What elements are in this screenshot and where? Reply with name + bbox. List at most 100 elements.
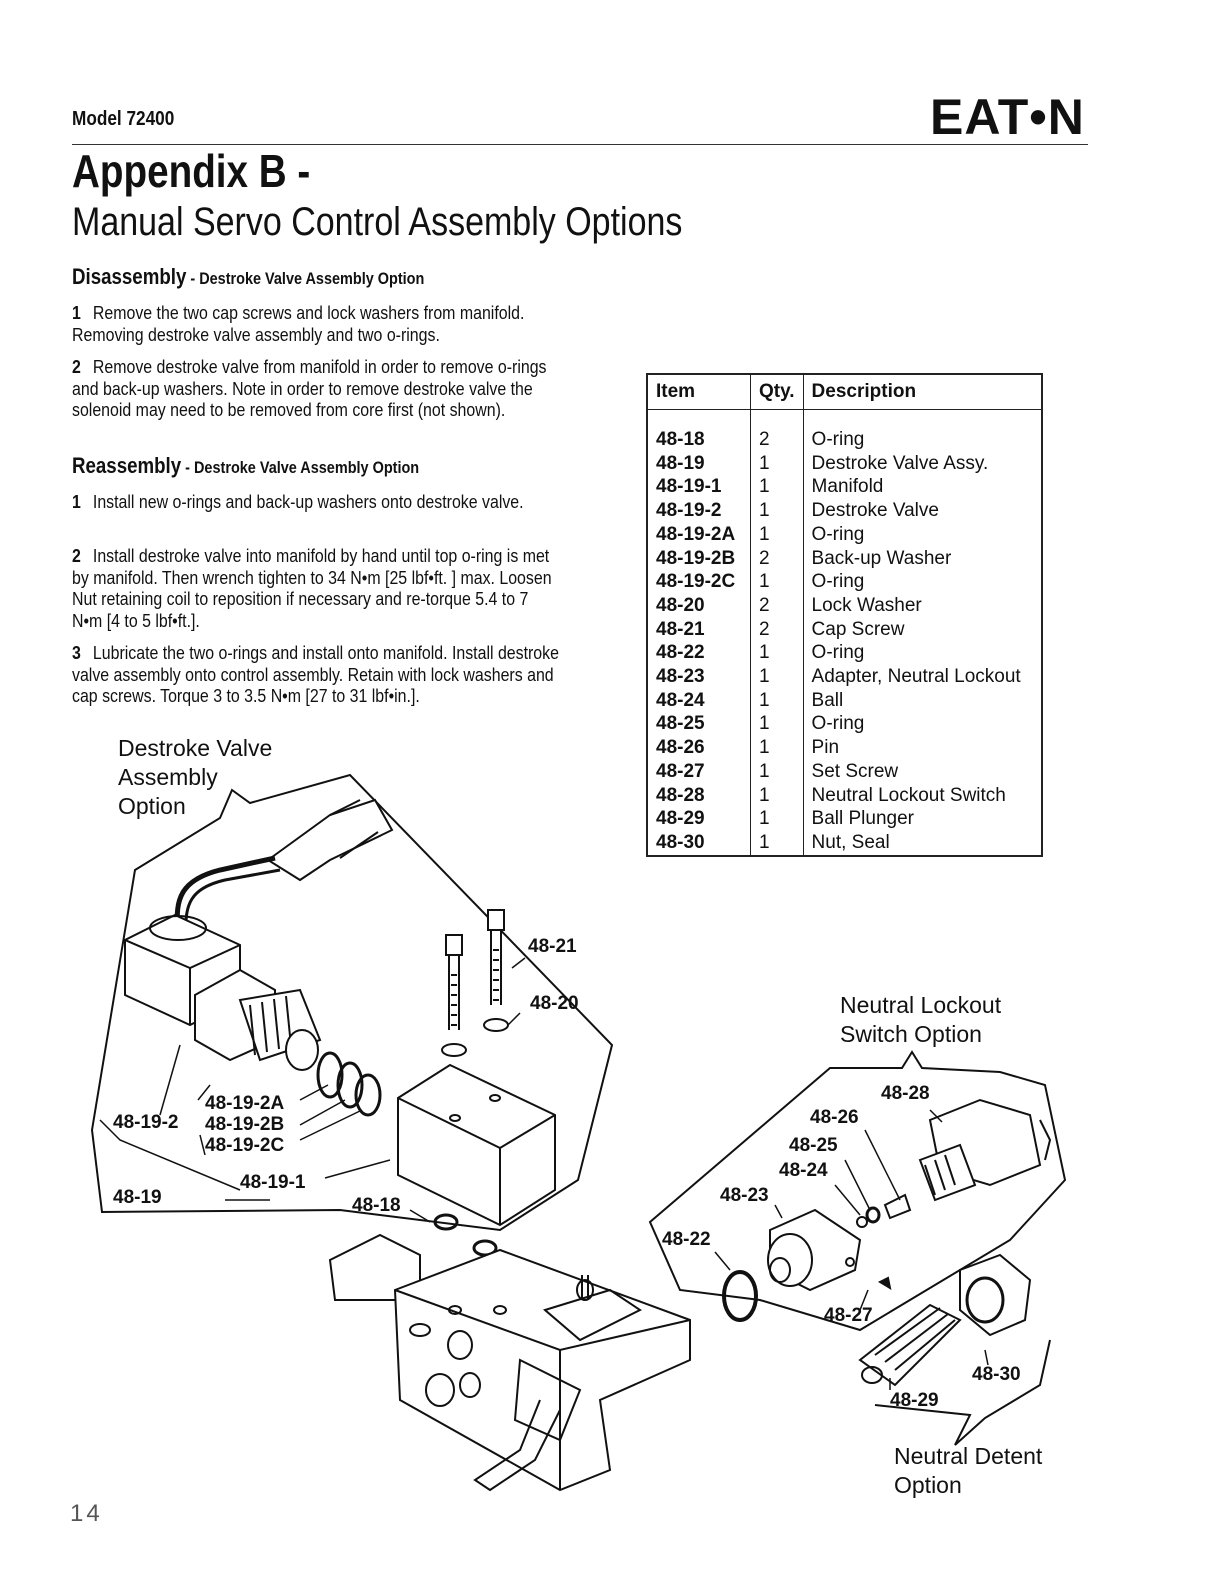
neutral-lockout-callout-balloon <box>648 1050 1067 1332</box>
destroke-option-label: Destroke Valve Assembly Option <box>118 734 272 821</box>
step-number: 2 <box>72 545 81 566</box>
callout-48-22: 48-22 <box>662 1229 711 1250</box>
cell-item: 48-26 <box>646 736 751 760</box>
disassembly-subheading: - Destroke Valve Assembly Option <box>186 269 425 288</box>
cell-item: 48-25 <box>646 712 751 737</box>
label-line: Assembly <box>118 764 218 790</box>
cap-screws <box>441 909 509 1057</box>
column-header-description: Description <box>802 373 1043 410</box>
callout-48-21: 48-21 <box>528 936 577 957</box>
disassembly-heading: Disassembly - Destroke Valve Assembly Op… <box>72 264 424 290</box>
cell-item: 48-21 <box>646 617 751 642</box>
cell-description: O-ring <box>802 641 1043 666</box>
cell-item: 48-23 <box>646 665 751 689</box>
page-number: 14 <box>70 1500 103 1527</box>
column-header-qty: Qty. <box>750 373 804 410</box>
step-number: 1 <box>72 302 81 323</box>
step-text: Remove destroke valve from manifold in o… <box>72 356 547 420</box>
control-housing <box>328 1233 691 1492</box>
reassembly-heading-text: Reassembly <box>72 453 182 478</box>
step-text: Lubricate the two o-rings and install on… <box>72 642 559 706</box>
callout-48-19: 48-19 <box>113 1187 162 1208</box>
cell-description: Ball Plunger <box>802 807 1043 831</box>
cell-description: Set Screw <box>802 759 1043 784</box>
cell-item: 48-30 <box>646 830 751 856</box>
callout-48-29: 48-29 <box>890 1390 939 1411</box>
label-line: Switch Option <box>840 1021 982 1047</box>
cell-item: 48-22 <box>646 641 751 666</box>
callout-48-28: 48-28 <box>881 1083 930 1104</box>
destroke-valve-body <box>194 968 322 1071</box>
neutral-lockout-small-parts <box>722 1193 912 1322</box>
cell-description: Lock Washer <box>802 593 1043 618</box>
cell-item: 48-19-2A <box>646 522 751 547</box>
cell-description: Back-up Washer <box>802 546 1043 571</box>
header-rule <box>72 144 1088 145</box>
cell-description: Manifold <box>802 475 1043 500</box>
callout-48-18: 48-18 <box>352 1195 401 1216</box>
reassembly-step-1: 1 Install new o-rings and back-up washers… <box>72 491 562 513</box>
cell-description: Ball <box>802 688 1043 713</box>
model-label: Model 72400 <box>72 108 175 130</box>
cell-item: 48-19 <box>646 451 751 476</box>
callout-48-27: 48-27 <box>824 1305 873 1326</box>
cell-description: O-ring <box>802 570 1043 594</box>
callout-48-19-2A: 48-19-2A <box>205 1093 285 1114</box>
callout-48-19-2B: 48-19-2B <box>205 1114 285 1135</box>
reassembly-subheading: - Destroke Valve Assembly Option <box>181 458 420 477</box>
destroke-callout-balloon <box>90 773 614 1232</box>
label-line: Option <box>118 793 186 819</box>
step-number: 2 <box>72 356 81 377</box>
cell-item: 48-19-2C <box>646 570 751 594</box>
cell-description: Pin <box>802 736 1043 760</box>
cell-item: 48-27 <box>646 759 751 784</box>
callout-48-25: 48-25 <box>789 1135 838 1156</box>
label-line: Neutral Lockout <box>840 992 1002 1018</box>
callout-48-20: 48-20 <box>530 993 579 1014</box>
manifold-block <box>397 1063 556 1227</box>
callout-48-19-2: 48-19-2 <box>113 1112 179 1133</box>
callout-48-19-1: 48-19-1 <box>240 1172 306 1193</box>
page-subtitle: Manual Servo Control Assembly Options <box>72 200 683 244</box>
cell-description: O-ring <box>802 522 1043 547</box>
disassembly-heading-text: Disassembly <box>72 264 187 289</box>
label-line: Destroke Valve <box>118 735 273 761</box>
step-text: Install new o-rings and back-up washers … <box>92 491 524 512</box>
callout-48-30: 48-30 <box>972 1364 1021 1385</box>
step-text: Remove the two cap screws and lock washe… <box>72 302 525 345</box>
cell-item: 48-19-2 <box>646 499 751 523</box>
callout-48-23: 48-23 <box>720 1185 769 1206</box>
neutral-detent-option-label: Neutral Detent Option <box>894 1442 1042 1500</box>
cell-item: 48-20 <box>646 593 751 618</box>
cell-description: O-ring <box>802 712 1043 737</box>
label-line: Neutral Detent <box>894 1443 1043 1469</box>
neutral-lockout-switch <box>918 1098 1052 1202</box>
valve-o-rings <box>316 1051 382 1117</box>
cell-item: 48-19-1 <box>646 475 751 500</box>
callout-48-26: 48-26 <box>810 1107 859 1128</box>
step-number: 1 <box>72 491 81 512</box>
leader-lines <box>99 957 989 1390</box>
cell-description: Destroke Valve <box>802 499 1043 523</box>
cell-description: Destroke Valve Assy. <box>802 451 1043 476</box>
cell-description: Nut, Seal <box>802 830 1043 856</box>
